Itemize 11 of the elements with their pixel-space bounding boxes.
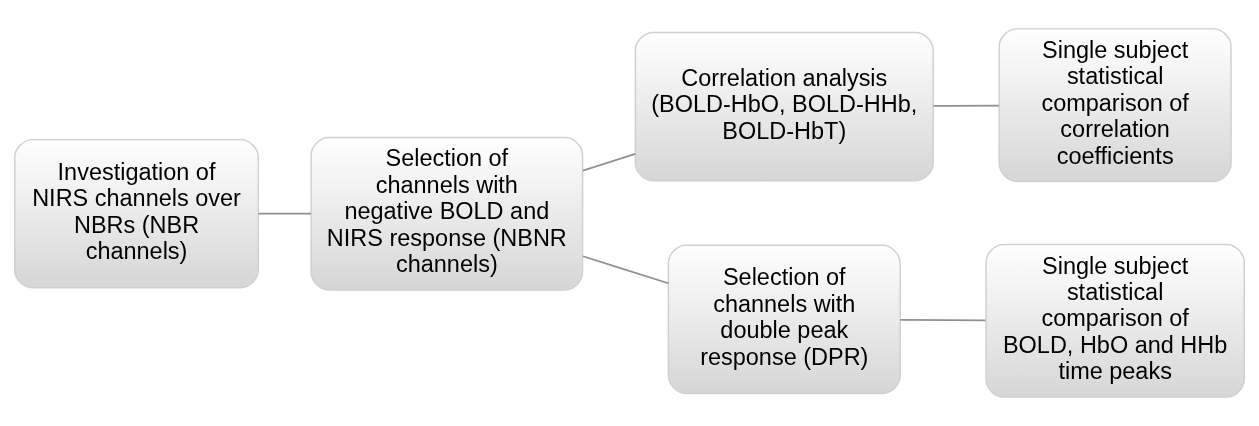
connector xyxy=(257,212,312,215)
connector xyxy=(932,104,1000,107)
node-box: Selection of channels with double peak response (DPR) xyxy=(667,244,901,395)
connector xyxy=(899,319,987,322)
node-box: Single subject statistical comparison of correlation coefficients xyxy=(998,28,1232,183)
node-box: Single subject statistical comparison of BOLD, HbO and HHb time peaks xyxy=(985,243,1245,398)
connector xyxy=(582,153,637,172)
node-box: Selection of channels with negative BOLD and NIRS response (NBNR channels) xyxy=(310,136,584,291)
node-box: Correlation analysis (BOLD-HbO, BOLD-HHb, BOLD-HbT) xyxy=(634,31,934,182)
node-box: Investigation of NIRS channels over NBRs (NBR channels) xyxy=(14,138,260,289)
connector xyxy=(582,255,670,285)
